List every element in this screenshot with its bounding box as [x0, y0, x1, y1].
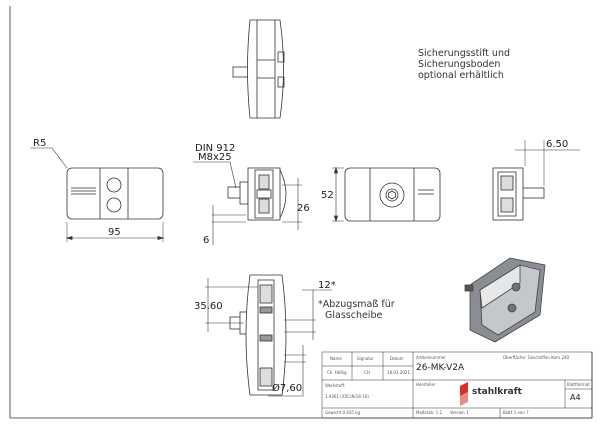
tb-material-label: Werkstoff: [325, 383, 346, 388]
tb-version: Version 1 [450, 410, 469, 415]
tb-date-label: Datum [390, 356, 404, 361]
tb-article-number: 26-MK-V2A [416, 363, 465, 373]
tb-manufacturer-label: Hersteller [416, 382, 436, 387]
brand-logo-text: stahlkraft [472, 387, 522, 397]
tb-surface: Oberfläche: Geschliffen Korn 240 [503, 355, 570, 360]
tb-date: 18.03.2021 [387, 370, 410, 375]
dim-radius: R5 [33, 138, 47, 149]
note-optional-line1: Sicherungsstift und [418, 48, 510, 59]
dim-screw-standard: DIN 912 [195, 143, 236, 154]
tb-material: 1.4301 (X5CrNi18-10) [325, 394, 369, 399]
note-optional-line2: Sicherungsboden [418, 59, 501, 70]
tb-sheet: Blatt 1 von 7 [503, 410, 529, 415]
front-view [30, 147, 165, 242]
note-optional-line3: optional erhältlich [418, 70, 504, 81]
side-view-left [193, 161, 302, 245]
dim-diameter: Ø7,60 [272, 383, 303, 394]
tb-signature-label: Signatur [357, 356, 374, 361]
tb-name: Ch. Hößig [327, 370, 347, 375]
tb-scale: Maßstab: 1:2 [416, 410, 443, 415]
dim-glass-gap: 12* [318, 280, 336, 291]
title-block-frame [321, 351, 593, 419]
tb-format: A4 [570, 393, 581, 402]
dim-pin-length: 6.50 [546, 139, 569, 150]
dim-height: 52 [321, 190, 334, 201]
isometric-view [464, 257, 546, 343]
top-view [232, 19, 285, 119]
dim-screw-size: M8x25 [198, 152, 232, 163]
tb-article-label: Artikelnummer [416, 355, 446, 360]
tb-signature: CH [364, 370, 370, 375]
tb-format-label: Blattformat [567, 382, 590, 387]
back-view [332, 166, 441, 223]
note-glass-line2: Glasscheibe [325, 310, 383, 321]
side-view-right [492, 140, 580, 221]
dim-width: 95 [108, 227, 121, 238]
note-glass-line1: *Abzugsmaß für [318, 299, 395, 310]
dim-center-distance: 35.60 [194, 301, 223, 312]
tb-name-label: Name [330, 356, 342, 361]
tb-weight: Gewicht 0.635 kg [325, 410, 361, 415]
dim-hole-spacing: 26 [297, 203, 310, 214]
dim-offset: 6 [203, 235, 210, 246]
section-view [205, 274, 332, 397]
